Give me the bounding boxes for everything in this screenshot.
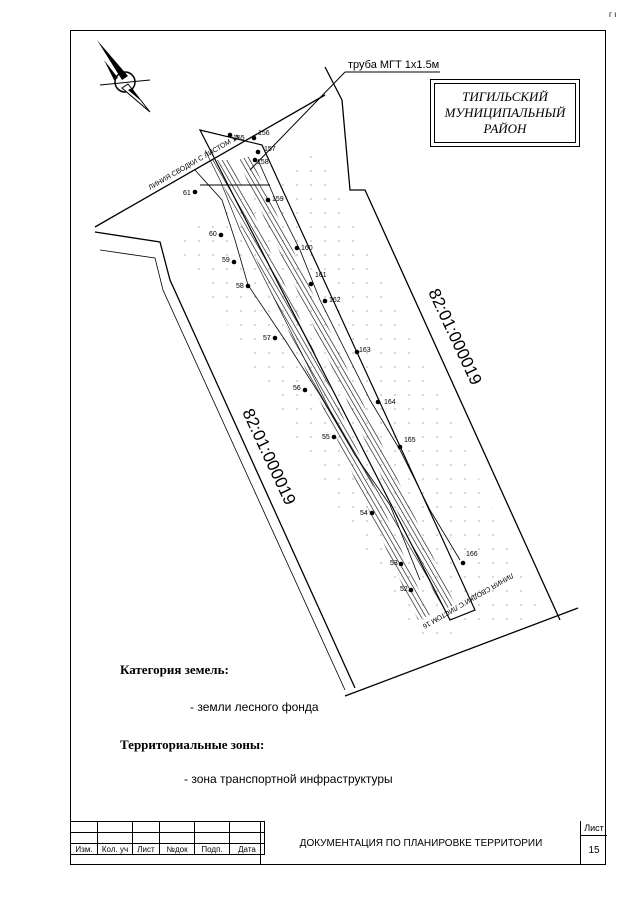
- point-53: [398, 561, 404, 567]
- point-label-55: 55: [322, 434, 330, 441]
- legend-zones-heading: Территориальные зоны:: [120, 737, 265, 752]
- point-57: [272, 335, 278, 341]
- point-label-160: 160: [301, 245, 313, 252]
- legend-category-heading: Категория земель:: [120, 662, 229, 677]
- point-155: [227, 132, 233, 138]
- point-label-155: 155: [233, 135, 245, 142]
- match-line-top: [94, 94, 326, 228]
- point-label-158: 158: [257, 159, 269, 166]
- district-line-1: ТИГИЛЬСКИЙ: [462, 89, 548, 104]
- point-label-166: 166: [466, 551, 478, 558]
- sheet-cell: Лист 15: [580, 821, 607, 865]
- point-label-161: 161: [315, 272, 327, 279]
- point-label-52: 52: [400, 586, 408, 593]
- point-label-164: 164: [384, 399, 396, 406]
- sheet-label: Лист: [584, 823, 604, 833]
- point-label-57: 57: [263, 335, 271, 342]
- document-title: ДОКУМЕНТАЦИЯ ПО ПЛАНИРОВКЕ ТЕРРИТОРИИ: [260, 821, 581, 865]
- point-52: [408, 587, 414, 593]
- district-line-2: МУНИЦИПАЛЬНЫЙ: [444, 105, 566, 120]
- point-159: [265, 197, 271, 203]
- point-61: [192, 189, 198, 195]
- legend-category-item: - земли лесного фонда: [190, 700, 319, 714]
- point-label-54: 54: [360, 510, 368, 517]
- corridor-hatch-left: [212, 160, 430, 620]
- point-label-53: 53: [390, 560, 398, 567]
- point-label-59: 59: [222, 257, 230, 264]
- point-54: [369, 510, 375, 516]
- corner-mark: г ı: [609, 10, 617, 19]
- survey-points: [192, 132, 466, 593]
- point-166: [460, 560, 466, 566]
- legend-zones-item: - зона транспортной инфраструктуры: [184, 772, 393, 786]
- point-56: [302, 387, 308, 393]
- point-label-61: 61: [183, 190, 191, 197]
- point-label-165: 165: [404, 437, 416, 444]
- stamp-col-podp: Подп.: [194, 843, 230, 855]
- point-59: [231, 259, 237, 265]
- stamp-col-ndok: №док: [159, 843, 195, 855]
- point-162: [322, 298, 328, 304]
- point-60: [218, 232, 224, 238]
- point-label-162: 162: [329, 297, 341, 304]
- stamp-col-data: Дата: [229, 843, 265, 855]
- point-58: [245, 283, 251, 289]
- left-boundary-line: [94, 231, 356, 689]
- stamp-col-kol: Кол. уч: [97, 843, 133, 855]
- point-label-56: 56: [293, 385, 301, 392]
- district-line-3: РАЙОН: [483, 121, 527, 136]
- point-label-60: 60: [209, 231, 217, 238]
- point-158: [252, 157, 258, 163]
- corridor-hatch-right: [238, 156, 455, 610]
- point-label-157: 157: [264, 146, 276, 153]
- stamp-col-list: Лист: [132, 843, 160, 855]
- left-boundary-inner: [99, 249, 346, 691]
- right-boundary-line: [324, 66, 561, 621]
- point-label-159: 159: [272, 196, 284, 203]
- point-label-163: 163: [359, 347, 371, 354]
- point-label-156: 156: [258, 130, 270, 137]
- road-corridor: [198, 129, 476, 621]
- title-block: Изм. Кол. уч Лист №док Подп. Дата ДОКУМЕ…: [70, 821, 607, 865]
- point-160: [294, 245, 300, 251]
- point-label-58: 58: [236, 283, 244, 290]
- point-55: [331, 434, 337, 440]
- pipe-label: труба МГТ 1х1.5м: [348, 59, 439, 71]
- sheet-number: 15: [588, 845, 600, 856]
- point-156: [251, 135, 257, 141]
- point-161: [308, 281, 314, 287]
- stamp-col-izm: Изм.: [70, 843, 98, 855]
- point-157: [255, 149, 261, 155]
- cadastral-right-label: 82:01:000019: [424, 286, 485, 388]
- district-box: ТИГИЛЬСКИЙ МУНИЦИПАЛЬНЫЙ РАЙОН: [430, 79, 580, 147]
- north-arrow-icon: [97, 40, 151, 113]
- point-163: [354, 349, 360, 355]
- point-164: [375, 399, 381, 405]
- drawing-frame: [70, 30, 606, 865]
- point-165: [397, 444, 403, 450]
